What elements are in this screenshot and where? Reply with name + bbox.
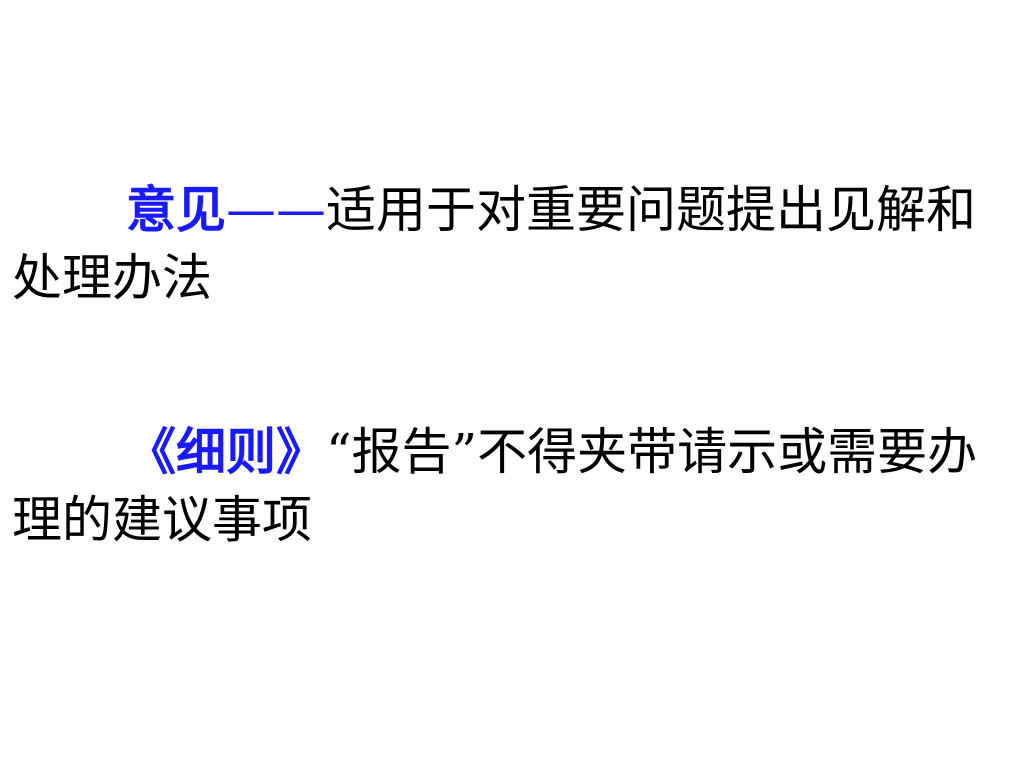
definition-text-opinion: 适用于对重要问题提出见解和处理办法 (12, 181, 976, 307)
term-rules: 《细则》 (126, 423, 326, 481)
rule-paragraph-report: 《细则》“报告”不得夹带请示或需要办理的建议事项 (12, 418, 982, 554)
term-opinion: 意见 (126, 181, 226, 239)
definition-paragraph-opinion: 意见——适用于对重要问题提出见解和处理办法 (12, 176, 982, 312)
rule-text-report: “报告”不得夹带请示或需要办理的建议事项 (12, 423, 978, 549)
em-dash-separator: —— (226, 181, 326, 239)
